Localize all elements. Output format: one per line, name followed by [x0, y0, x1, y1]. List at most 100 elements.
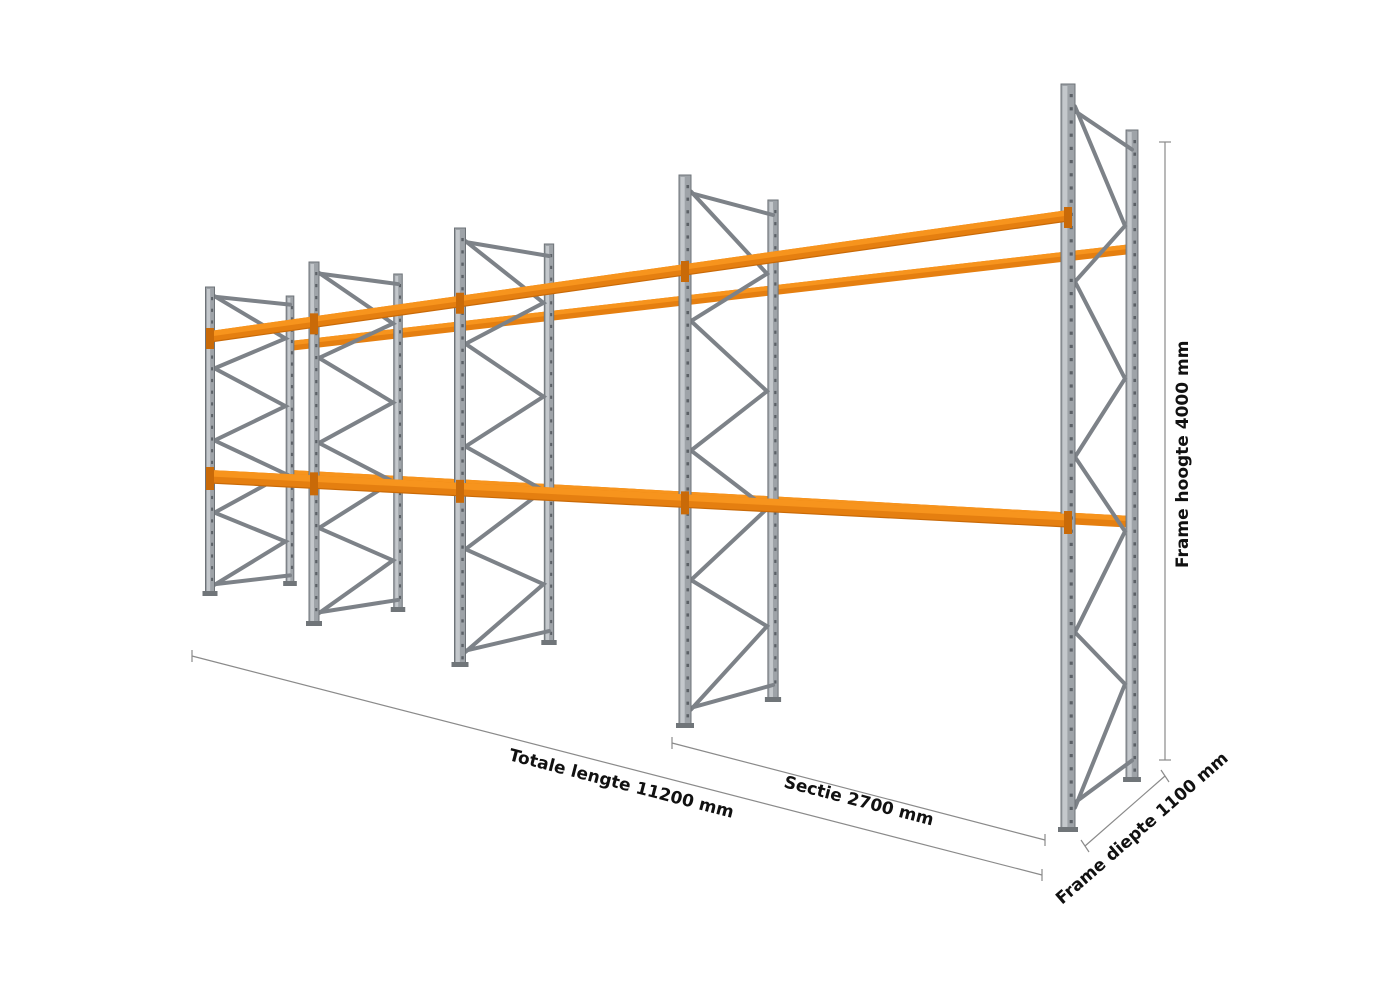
- upright-hole: [774, 427, 777, 431]
- upright-hole: [461, 643, 464, 648]
- upright-hole: [399, 572, 402, 576]
- upright-hole: [315, 596, 318, 600]
- upright-hole: [1069, 358, 1073, 362]
- upright-hole: [686, 701, 690, 705]
- upright-hole: [686, 487, 690, 491]
- dimension-labels: Totale lengte 11200 mm Sectie 2700 mm Fr…: [507, 341, 1233, 909]
- section-dimension-line: [671, 742, 1046, 841]
- upright-hole: [1069, 199, 1073, 203]
- upright-hole: [399, 318, 402, 322]
- upright-hole: [1069, 450, 1073, 454]
- upright-hole: [211, 519, 214, 523]
- upright-hole: [315, 440, 318, 444]
- upright-hole: [211, 566, 214, 570]
- total-length-label: Totale lengte 11200 mm: [507, 745, 736, 822]
- upright-hole: [399, 468, 402, 472]
- upright-hole: [550, 442, 553, 447]
- upright-hole: [550, 525, 553, 529]
- upright-hole: [1133, 705, 1137, 709]
- upright-hole: [686, 222, 690, 226]
- upright-hole: [1069, 820, 1073, 824]
- dimension-lines: [191, 141, 1171, 881]
- beam-connector: [456, 479, 464, 503]
- upright-hole: [315, 608, 318, 612]
- upright-hole: [686, 462, 690, 466]
- upright-hole: [461, 274, 464, 279]
- upright-hole: [1133, 768, 1137, 772]
- upright-hole: [315, 512, 318, 516]
- upright-hole: [1133, 441, 1137, 445]
- frame-5-rear-upright-highlight: [1127, 132, 1132, 778]
- upright-hole: [550, 277, 553, 281]
- upright-hole: [461, 619, 464, 623]
- upright-hole: [1133, 554, 1137, 559]
- upright-hole: [211, 554, 214, 558]
- upright-hole: [774, 270, 777, 274]
- upright-hole: [686, 235, 690, 239]
- upright-hole: [211, 308, 214, 312]
- upright-hole: [686, 588, 690, 592]
- frame-3-rear-upright-baseplate: [541, 640, 557, 645]
- section-label: Sectie 2700 mm: [782, 772, 936, 830]
- upright-hole: [1133, 416, 1137, 420]
- upright-hole: [1133, 605, 1137, 609]
- upright-hole: [290, 373, 293, 377]
- upright-hole: [686, 323, 690, 327]
- upright-hole: [461, 422, 464, 426]
- upright-hole: [550, 395, 553, 399]
- upright-hole: [774, 475, 777, 479]
- upright-hole: [774, 463, 777, 467]
- upright-hole: [1069, 688, 1073, 692]
- upright-hole: [1069, 94, 1073, 98]
- upright-hole: [550, 608, 553, 612]
- upright-hole: [290, 543, 293, 547]
- front-beam-edge: [209, 482, 1069, 528]
- upright-hole: [399, 295, 402, 299]
- upright-hole: [315, 560, 318, 564]
- upright-hole: [1069, 476, 1073, 480]
- frame-4-front-upright-baseplate: [676, 723, 694, 728]
- upright-hole: [1133, 353, 1137, 357]
- upright-hole: [211, 531, 214, 535]
- upright-hole: [1133, 567, 1137, 571]
- upright-hole: [686, 626, 690, 630]
- upright-hole: [399, 515, 402, 519]
- upright-hole: [774, 680, 777, 684]
- upright-hole: [1069, 146, 1073, 150]
- upright-hole: [1069, 701, 1073, 705]
- upright-hole: [686, 613, 690, 617]
- upright-hole: [1069, 727, 1073, 731]
- upright-hole: [774, 330, 777, 334]
- upright-hole: [399, 491, 402, 496]
- upright-hole: [1069, 173, 1073, 177]
- upright-hole: [550, 537, 553, 541]
- upright-hole: [550, 336, 553, 340]
- frame-5-bracing: [1066, 104, 1134, 810]
- upright-hole: [1069, 490, 1073, 494]
- upright-hole: [774, 571, 777, 575]
- upright-hole: [290, 452, 293, 457]
- upright-hole: [774, 415, 777, 419]
- upright-hole: [686, 424, 690, 428]
- upright-frames: [202, 83, 1141, 832]
- upright-hole: [399, 387, 402, 392]
- frame-2-front-upright-baseplate: [306, 621, 322, 626]
- upright-hole: [1069, 133, 1073, 137]
- upright-hole: [1133, 152, 1137, 156]
- frame-5-front-upright-highlight: [1062, 86, 1068, 828]
- upright-hole: [1069, 278, 1073, 282]
- upright-hole: [290, 351, 293, 355]
- frame-5-rear-upright: [1123, 129, 1141, 782]
- top-horizontal-brace: [208, 294, 292, 307]
- upright-hole: [315, 356, 318, 360]
- upright-hole: [315, 368, 318, 372]
- upright-hole: [774, 535, 777, 539]
- upright-hole: [1133, 479, 1137, 483]
- upright-hole: [686, 361, 690, 365]
- upright-hole: [1133, 504, 1137, 508]
- upright-hole: [399, 434, 402, 438]
- upright-hole: [1069, 754, 1073, 758]
- upright-hole: [1133, 718, 1137, 722]
- upright-hole: [399, 457, 402, 461]
